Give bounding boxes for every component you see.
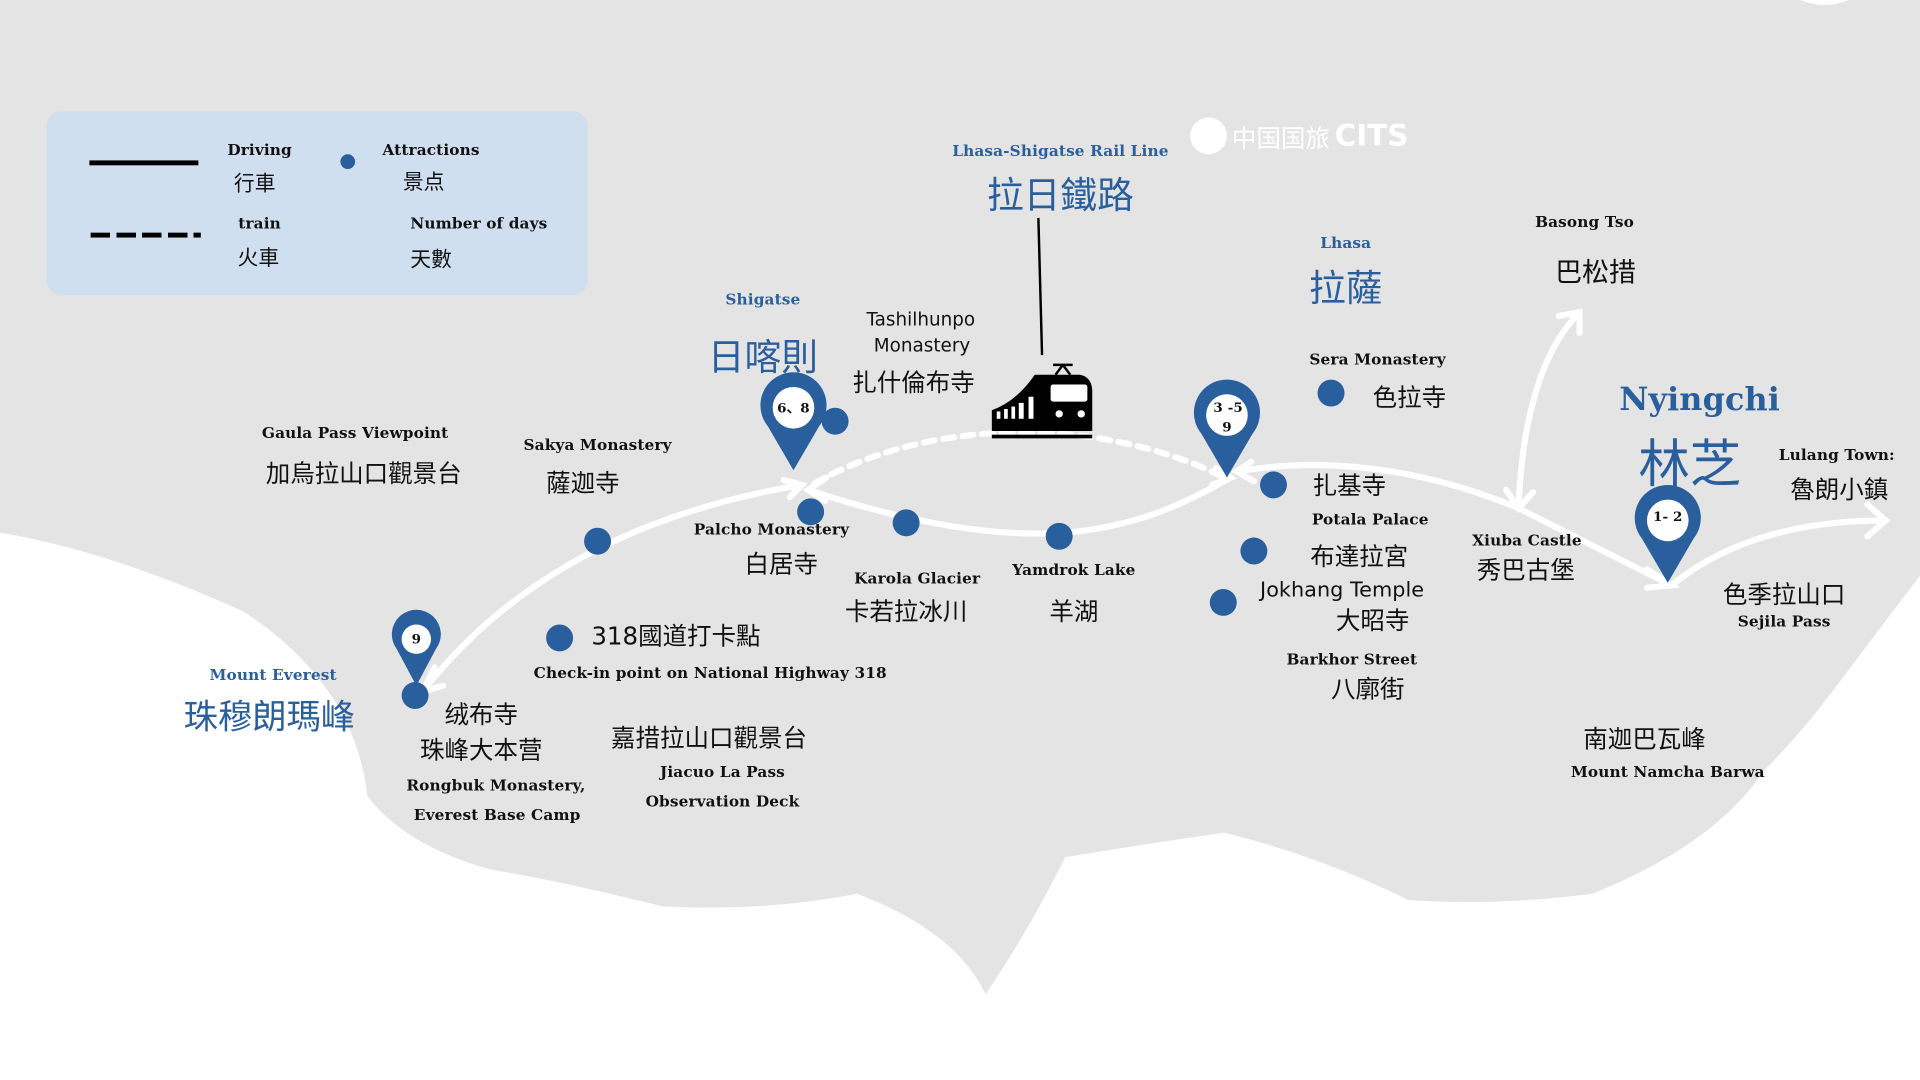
- attraction-dot: [1045, 522, 1073, 550]
- legend-days-zh: 天數: [410, 247, 452, 273]
- legend-driving-zh: 行車: [233, 172, 276, 197]
- xiuba-en: Xiuba Castle: [1472, 530, 1582, 550]
- tashi-en-1: Tashilhunpo: [866, 308, 976, 331]
- city-shigatse-zh: 日喀則: [707, 336, 818, 380]
- attraction-dot: [546, 624, 574, 652]
- rail-line-zh: 拉日鐵路: [986, 175, 1134, 218]
- sera-zh: 色拉寺: [1372, 382, 1447, 413]
- attraction-dot: [584, 527, 612, 555]
- driving-line-icon: [89, 160, 199, 166]
- pin-lhasa-days-2: 9: [1222, 419, 1232, 436]
- rail-label-leader: [1037, 217, 1044, 356]
- pin-shigatse-days: 6、8: [777, 400, 810, 417]
- ebc-zh: 珠峰大本营: [420, 735, 543, 765]
- namcha-en: Mount Namcha Barwa: [1570, 762, 1765, 781]
- jiacuo-en-2: Observation Deck: [645, 791, 800, 811]
- route-lhasa-nyingchi: [1233, 462, 1675, 589]
- karola-en: Karola Glacier: [854, 568, 981, 588]
- jokhang-en: Jokhang Temple: [1260, 577, 1425, 603]
- attraction-dot: [1240, 537, 1268, 565]
- legend-train-en: train: [238, 213, 281, 233]
- legend-driving-en: Driving: [227, 140, 292, 159]
- barkhor-en: Barkhor Street: [1286, 649, 1418, 668]
- jokhang-zh: 大昭寺: [1335, 605, 1410, 635]
- yamdrok-en: Yamdrok Lake: [1012, 560, 1136, 579]
- attraction-dot: [1209, 588, 1237, 616]
- xiuba-zh: 秀巴古堡: [1476, 555, 1575, 585]
- palcho-zh: 白居寺: [744, 549, 818, 579]
- route-everest-shigatse: [419, 481, 806, 695]
- attraction-dot: [797, 498, 825, 526]
- pin-everest-days: 9: [411, 631, 422, 648]
- sakya-zh: 薩迦寺: [546, 468, 620, 498]
- g318-en: Check-in point on National Highway 318: [533, 663, 887, 682]
- yamdrok-zh: 羊湖: [1049, 596, 1099, 627]
- city-nyingchi-en: Nyingchi: [1619, 382, 1780, 419]
- basong-zh: 巴松措: [1555, 258, 1636, 289]
- lulang-zh: 魯朗小鎮: [1790, 474, 1889, 504]
- attraction-dot: [892, 509, 920, 537]
- attraction-dot-icon: [340, 154, 356, 169]
- gaula-zh: 加烏拉山口觀景台: [265, 458, 462, 488]
- sakya-en: Sakya Monastery: [523, 435, 672, 454]
- jiacuo-zh: 嘉措拉山口觀景台: [611, 723, 807, 753]
- barkhor-zh: 八廓街: [1331, 674, 1405, 704]
- palcho-en: Palcho Monastery: [693, 519, 850, 539]
- city-everest-en: Mount Everest: [209, 665, 337, 684]
- potala-zh: 布達拉宮: [1310, 541, 1409, 572]
- attraction-dot: [401, 682, 429, 709]
- rongbuk-en: Rongbuk Monastery,: [406, 775, 586, 795]
- route-basong: [1515, 309, 1583, 512]
- lulang-en: Lulang Town:: [1778, 445, 1895, 464]
- attraction-dot: [1260, 471, 1287, 499]
- rail-line-en: Lhasa-Shigatse Rail Line: [952, 141, 1169, 160]
- basong-en: Basong Tso: [1535, 212, 1634, 231]
- attraction-dot: [821, 407, 849, 435]
- legend-attractions-zh: 景点: [402, 170, 445, 196]
- globe-icon: [1190, 117, 1227, 155]
- namcha-zh: 南迦巴瓦峰: [1583, 724, 1706, 754]
- pin-nyingchi-days: 1- 2: [1653, 508, 1683, 525]
- sejila-en: Sejila Pass: [1737, 611, 1831, 631]
- attraction-dots: [401, 379, 1345, 709]
- karola-zh: 卡若拉冰川: [844, 596, 968, 627]
- route-train-dashed: [811, 429, 1228, 487]
- attraction-dot: [1317, 379, 1345, 407]
- gaula-en: Gaula Pass Viewpoint: [261, 423, 449, 442]
- city-lhasa-en: Lhasa: [1320, 233, 1372, 252]
- train-icon: [991, 363, 1093, 439]
- city-shigatse-en: Shigatse: [725, 289, 801, 308]
- legend-train-zh: 火車: [237, 246, 280, 272]
- tashi-en-2: Monastery: [873, 334, 971, 357]
- sejila-zh: 色季拉山口: [1722, 579, 1846, 610]
- city-lhasa-zh: 拉薩: [1308, 268, 1383, 312]
- ebc-en: Everest Base Camp: [413, 805, 581, 824]
- sera-en: Sera Monastery: [1309, 349, 1446, 368]
- rongbuk-zh: 绒布寺: [444, 699, 518, 730]
- g318-zh: 318國道打卡點: [591, 621, 761, 651]
- jiacuo-en-1: Jiacuo La Pass: [659, 762, 785, 781]
- route-nyingchi-lulang: [1668, 517, 1889, 589]
- zhaji-zh: 扎基寺: [1312, 470, 1387, 501]
- tashi-zh: 扎什倫布寺: [852, 367, 975, 398]
- city-nyingchi-zh: 林芝: [1638, 434, 1742, 495]
- city-everest-zh: 珠穆朗瑪峰: [183, 696, 356, 738]
- potala-en: Potala Palace: [1311, 510, 1429, 529]
- train-dashed-icon: [90, 232, 201, 238]
- pin-lhasa-days: 3 -5: [1213, 399, 1243, 416]
- legend-panel: [46, 111, 588, 296]
- legend-days-en: Number of days: [410, 213, 548, 233]
- legend-attractions-en: Attractions: [382, 140, 480, 159]
